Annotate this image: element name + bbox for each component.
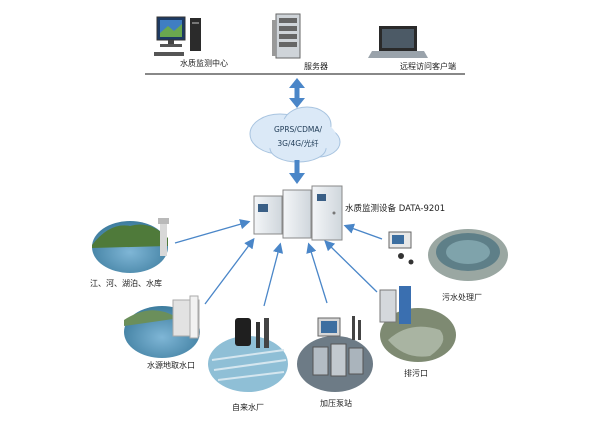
water-intake-image xyxy=(124,295,200,358)
monitoring-center-label: 水质监测中心 xyxy=(180,59,228,68)
remote-client-laptop-icon xyxy=(368,26,428,58)
network-uplink-arrow xyxy=(289,78,305,108)
pump-station-label: 加压泵站 xyxy=(320,399,352,408)
monitoring-center-computer-icon xyxy=(154,16,201,56)
rivers-label: 江、河、湖泊、水库 xyxy=(90,279,162,288)
outfall-label: 排污口 xyxy=(404,369,428,378)
intake-label: 水源地取水口 xyxy=(147,361,195,370)
arrow-intake xyxy=(204,237,255,305)
network-type-line1: GPRS/CDMA/ xyxy=(274,125,322,134)
rivers-lakes-image xyxy=(92,218,169,273)
sewage-plant-image xyxy=(388,229,508,281)
server-icon xyxy=(272,13,301,59)
monitoring-device-cabinets xyxy=(253,185,343,241)
waterworks-label: 自来水厂 xyxy=(232,403,264,412)
arrow-sewage-plant xyxy=(343,223,383,240)
arrow-outfall xyxy=(324,240,378,293)
waterworks-image xyxy=(208,318,288,392)
outfall-image xyxy=(379,286,456,362)
network-cloud-icon xyxy=(249,106,341,163)
data-flow-arrows xyxy=(174,219,383,307)
arrow-waterworks xyxy=(263,242,284,307)
arrow-rivers xyxy=(174,219,251,244)
network-downlink-arrow xyxy=(289,160,305,184)
pump-station-image xyxy=(297,316,373,392)
server-label: 服务器 xyxy=(304,62,328,71)
network-type-line2: 3G/4G/光纤 xyxy=(277,138,319,148)
arrow-pump-station xyxy=(306,242,328,304)
remote-client-label: 远程访问客户端 xyxy=(400,62,456,71)
sewage-plant-label: 污水处理厂 xyxy=(442,293,482,302)
device-label: 水质监测设备 DATA-9201 xyxy=(345,204,446,214)
